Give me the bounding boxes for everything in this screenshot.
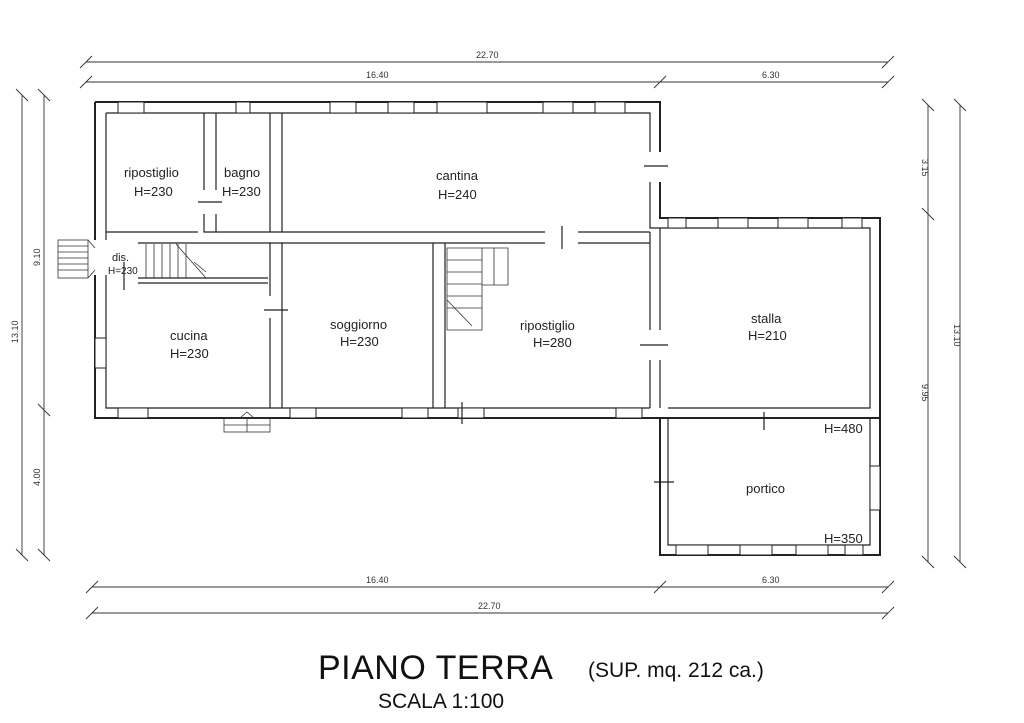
room-stalla-name: stalla (751, 311, 782, 326)
dim-top-left: 16.40 (366, 70, 389, 80)
dim-left-total: 13.10 (10, 320, 20, 343)
dim-left-upper: 9.10 (32, 248, 42, 266)
dim-right-total: 13.10 (952, 324, 962, 347)
room-portico-name: portico (746, 481, 785, 496)
room-ripostiglio-1-name: ripostiglio (124, 165, 179, 180)
dim-bottom-total: 22.70 (478, 601, 501, 611)
room-dis-name: dis. (112, 252, 129, 264)
room-dis-height: H=230 (108, 266, 138, 277)
room-labels: ripostiglio H=230 bagno H=230 cantina H=… (108, 165, 863, 546)
room-bagno-height: H=230 (222, 184, 261, 199)
room-cantina-height: H=240 (438, 187, 477, 202)
portico-height-top: H=480 (824, 421, 863, 436)
stairs-cucina-exit (223, 411, 271, 433)
stairs-corridor (145, 243, 207, 279)
room-soggiorno-name: soggiorno (330, 317, 387, 332)
stairs-entrance (57, 239, 96, 279)
room-ripostiglio-2-name: ripostiglio (520, 318, 575, 333)
dimension-labels: 22.70 16.40 6.30 16.40 6.30 22.70 13.10 … (10, 50, 962, 611)
door-marks (123, 165, 765, 483)
room-ripostiglio-2-height: H=280 (533, 335, 572, 350)
windows (94, 101, 881, 556)
room-stalla-height: H=210 (748, 328, 787, 343)
dim-right-lower: 9.95 (920, 384, 930, 402)
title-block: PIANO TERRA (SUP. mq. 212 ca.) SCALA 1:1… (0, 645, 1024, 723)
plan-title: PIANO TERRA (318, 649, 554, 687)
room-cantina-name: cantina (436, 168, 479, 183)
dimension-lines (15, 55, 967, 620)
dim-left-lower: 4.00 (32, 468, 42, 486)
dim-top-right: 6.30 (762, 70, 780, 80)
floor-plan: 22.70 16.40 6.30 16.40 6.30 22.70 13.10 … (10, 50, 967, 620)
room-ripostiglio-1-height: H=230 (134, 184, 173, 199)
plan-scale: SCALA 1:100 (378, 690, 505, 713)
room-cucina-height: H=230 (170, 346, 209, 361)
portico-height-bottom: H=350 (824, 531, 863, 546)
stairs-ripostiglio (446, 247, 509, 331)
dim-top-total: 22.70 (476, 50, 499, 60)
dim-bottom-right: 6.30 (762, 575, 780, 585)
room-cucina-name: cucina (170, 328, 208, 343)
dim-bottom-left: 16.40 (366, 575, 389, 585)
room-soggiorno-height: H=230 (340, 334, 379, 349)
plan-surface: (SUP. mq. 212 ca.) (588, 659, 764, 682)
room-bagno-name: bagno (224, 165, 260, 180)
dim-right-upper: 3.15 (920, 159, 930, 177)
